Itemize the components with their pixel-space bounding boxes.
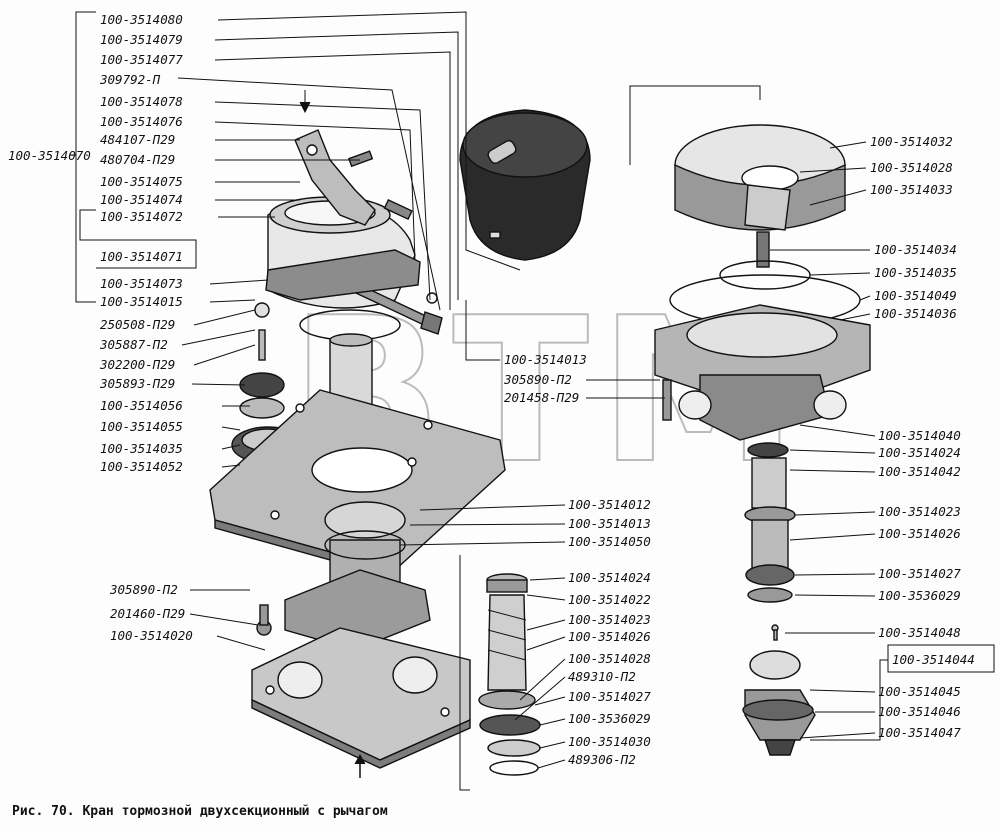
part-label: 100-3514033 — [870, 182, 953, 197]
part-label: 305893-П29 — [99, 376, 175, 391]
part-label: 100-3514023 — [878, 504, 961, 519]
part-label: 201458-П29 — [504, 390, 579, 405]
part-label: 309792-П — [99, 72, 161, 87]
part-label: 100-3514055 — [100, 419, 183, 434]
leader-lines — [70, 11, 995, 791]
part-label: 100-3514080 — [100, 12, 183, 27]
part-label-boxed: 100-3514044 — [892, 652, 975, 667]
part-label: 100-3514042 — [878, 464, 961, 479]
part-label-boxed: 100-3514071 — [100, 249, 183, 264]
part-label: 100-3536029 — [878, 588, 961, 603]
part-label: 100-3514020 — [110, 628, 193, 643]
part-label: 100-3514077 — [100, 52, 183, 67]
part-label: 100-3514035 — [874, 265, 957, 280]
part-label: 100-3514034 — [874, 242, 957, 257]
labels-left-bottom: 305890-П2 201460-П29 100-3514020 — [109, 582, 193, 643]
part-label: 100-3514013 — [568, 516, 651, 531]
part-label: 100-3514012 — [568, 497, 651, 512]
part-label: 100-3514026 — [878, 526, 961, 541]
part-label: 100-3514036 — [874, 306, 957, 321]
part-label: 100-3536029 — [568, 711, 651, 726]
part-label: 100-3514073 — [100, 276, 183, 291]
part-label: 100-3514047 — [878, 725, 961, 740]
part-label: 302200-П29 — [99, 357, 175, 372]
part-label: 100-3514078 — [100, 94, 183, 109]
right-upper-assembly — [629, 85, 871, 441]
part-label: 100-3514027 — [878, 566, 961, 581]
part-label: 100-3514030 — [568, 734, 651, 749]
labels-center-column: 100-3514024 100-3514022 100-3514023 100-… — [568, 570, 651, 767]
part-label: 305890-П2 — [503, 372, 572, 387]
part-label: 484107-П29 — [100, 132, 175, 147]
figure-caption: Рис. 70. Кран тормозной двухсекционный с… — [12, 804, 388, 819]
part-label: 305890-П2 — [109, 582, 178, 597]
part-label: 100-3514026 — [568, 629, 651, 644]
part-label: 100-3514045 — [878, 684, 961, 699]
part-label: 100-3514035 — [100, 441, 183, 456]
labels-left-mid: 100-3514073 100-3514015 250508-П29 30588… — [99, 276, 183, 474]
part-label: 100-3514024 — [878, 445, 961, 460]
part-label: 489310-П2 — [568, 669, 636, 684]
part-label: 480704-П29 — [100, 152, 175, 167]
part-label: 100-3514027 — [568, 689, 651, 704]
part-label: 100-3514028 — [870, 160, 953, 175]
part-label: 100-3514023 — [568, 612, 651, 627]
center-column-parts — [478, 573, 541, 776]
labels-right-bottom: 100-3514045 100-3514046 100-3514047 — [878, 684, 961, 740]
part-label: 100-3514022 — [568, 592, 651, 607]
part-label: 100-3514052 — [100, 459, 183, 474]
cap-part — [459, 109, 591, 261]
part-label: 305887-П2 — [99, 337, 168, 352]
part-label: 100-3514013 — [504, 352, 587, 367]
part-label: 100-3514049 — [874, 288, 957, 303]
part-label: 100-3514015 — [100, 294, 183, 309]
part-label: 100-3514076 — [100, 114, 183, 129]
labels-center-low: 100-3514012 100-3514013 100-3514050 — [568, 497, 651, 549]
part-label: 100-3514072 — [100, 209, 183, 224]
part-label: 201460-П29 — [110, 606, 185, 621]
part-label: 100-3514028 — [568, 651, 651, 666]
part-label: 100-3514032 — [870, 134, 953, 149]
part-label: 100-3514040 — [878, 428, 961, 443]
labels-left-top: 100-3514080 100-3514079 100-3514077 3097… — [99, 12, 183, 224]
part-label: 100-3514050 — [568, 534, 651, 549]
upper-body-assembly — [265, 129, 443, 426]
part-label: 100-3514024 — [568, 570, 651, 585]
part-label: 100-3514046 — [878, 704, 961, 719]
part-label: 100-3514074 — [100, 192, 183, 207]
lower-body-assembly — [251, 501, 471, 778]
labels-center: 100-3514013 305890-П2 201458-П29 — [503, 352, 587, 405]
part-label: 100-3514075 — [100, 174, 183, 189]
part-label: 100-3514079 — [100, 32, 183, 47]
right-lower-column — [742, 442, 816, 756]
part-label: 100-3514056 — [100, 398, 183, 413]
labels-right: 100-3514032 100-3514028 100-3514033 100-… — [870, 134, 961, 640]
part-label: 250508-П29 — [100, 317, 175, 332]
part-label: 489306-П2 — [568, 752, 636, 767]
group-label-3514070: 100-3514070 — [8, 148, 91, 163]
part-label: 100-3514048 — [878, 625, 961, 640]
